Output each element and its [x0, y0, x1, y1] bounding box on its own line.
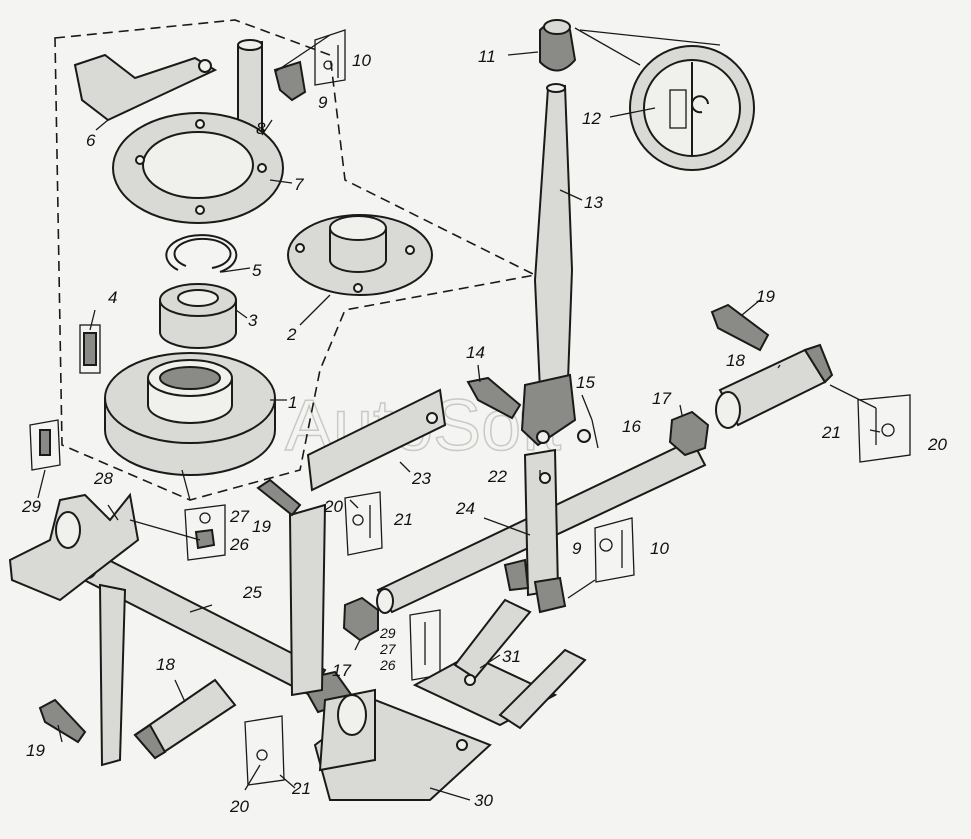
part-30-base-plate [313, 688, 492, 801]
callout-9-top: 9 [318, 93, 328, 112]
callout-19-lower: 19 [26, 741, 45, 760]
callout-18-left: 18 [156, 655, 175, 674]
callout-24: 24 [455, 499, 475, 518]
callout-20-lower: 20 [229, 797, 249, 816]
part-17-nut-top [668, 410, 710, 457]
part-2-hub-plate [287, 214, 433, 296]
part-14-bolt [466, 376, 522, 420]
part-12-shift-pattern [574, 27, 755, 171]
callout-15: 15 [576, 373, 595, 392]
callout-27-upper: 27 [229, 507, 249, 526]
callout-8: 8 [256, 119, 266, 138]
callout-2: 2 [286, 325, 297, 344]
part-25-arm [98, 503, 327, 767]
part-9-10-bracket-mid [567, 517, 635, 599]
callout-30: 30 [474, 791, 493, 810]
part-28-bracket [8, 492, 140, 602]
part-22-lever [503, 448, 567, 614]
part-26-27-29-bracket-lower [409, 609, 441, 681]
callout-20-right: 20 [927, 435, 947, 454]
callout-22: 22 [487, 467, 507, 486]
callout-7: 7 [294, 175, 304, 194]
callout-14: 14 [466, 343, 485, 362]
callout-10-top: 10 [352, 51, 371, 70]
callout-1: 1 [288, 393, 297, 412]
callout-31: 31 [502, 647, 521, 666]
callout-27-lower: 27 [379, 641, 397, 657]
part-15-16-pin [577, 419, 599, 449]
callout-12: 12 [582, 109, 601, 128]
callout-10-mid: 10 [650, 539, 669, 558]
callout-18-right: 18 [726, 351, 745, 370]
part-3-bearing [159, 283, 237, 349]
callout-5: 5 [252, 261, 262, 280]
part-26-27-bracket-upper [184, 504, 226, 561]
callout-29-lower: 29 [379, 625, 396, 641]
callout-9-mid: 9 [572, 539, 582, 558]
callout-4: 4 [108, 288, 117, 307]
part-19-bolt-mid [256, 478, 302, 517]
part-17-nut-lower [342, 596, 379, 642]
callout-6: 6 [86, 131, 96, 150]
part-20-21-bracket-right [829, 384, 911, 463]
callout-13: 13 [584, 193, 603, 212]
part-23-strap [306, 388, 447, 492]
dashed-group-outline [54, 19, 538, 501]
callout-3: 3 [248, 311, 258, 330]
callout-17-top: 17 [652, 389, 671, 408]
part-5-snap-ring [165, 234, 238, 273]
part-18-sleeve-left [133, 678, 237, 760]
callout-23: 23 [411, 469, 431, 488]
callout-19-mid: 19 [252, 517, 271, 536]
part-20-21-bracket-lower [244, 715, 285, 786]
callouts: 6 8 9 10 7 5 3 2 4 1 11 12 13 14 15 16 1… [21, 47, 947, 816]
callout-29-left: 29 [21, 497, 41, 516]
callout-16: 16 [622, 417, 641, 436]
part-18-sleeve-right [715, 343, 834, 429]
part-19-bolt-right [710, 303, 770, 352]
callout-20-mid: 20 [323, 497, 343, 516]
part-4-bolt [79, 324, 101, 374]
leader-lines [37, 51, 881, 801]
callout-21-mid: 21 [393, 510, 413, 529]
callout-19-right: 19 [756, 287, 775, 306]
callout-28: 28 [93, 469, 113, 488]
callout-11: 11 [478, 47, 496, 66]
part-9-10-bracket-top [274, 29, 346, 86]
callout-17-lower: 17 [332, 661, 351, 680]
callout-21-right: 21 [821, 423, 841, 442]
part-10-pin-top [273, 60, 307, 102]
part-13-shift-lever [520, 83, 577, 447]
part-1-gear-housing [104, 352, 276, 476]
callout-26-upper: 26 [229, 535, 249, 554]
part-6-bracket [73, 53, 218, 122]
part-7-flange-plate [112, 112, 284, 224]
part-19-bolt-lower [38, 698, 87, 744]
part-20-21-bracket-mid [344, 491, 383, 556]
callout-26-lower: 26 [379, 657, 396, 673]
callout-21-lower: 21 [291, 779, 311, 798]
callout-25: 25 [242, 583, 262, 602]
part-31-hinge [412, 598, 587, 730]
part-11-knob [539, 19, 577, 72]
part-29-bracket-left [29, 419, 61, 471]
